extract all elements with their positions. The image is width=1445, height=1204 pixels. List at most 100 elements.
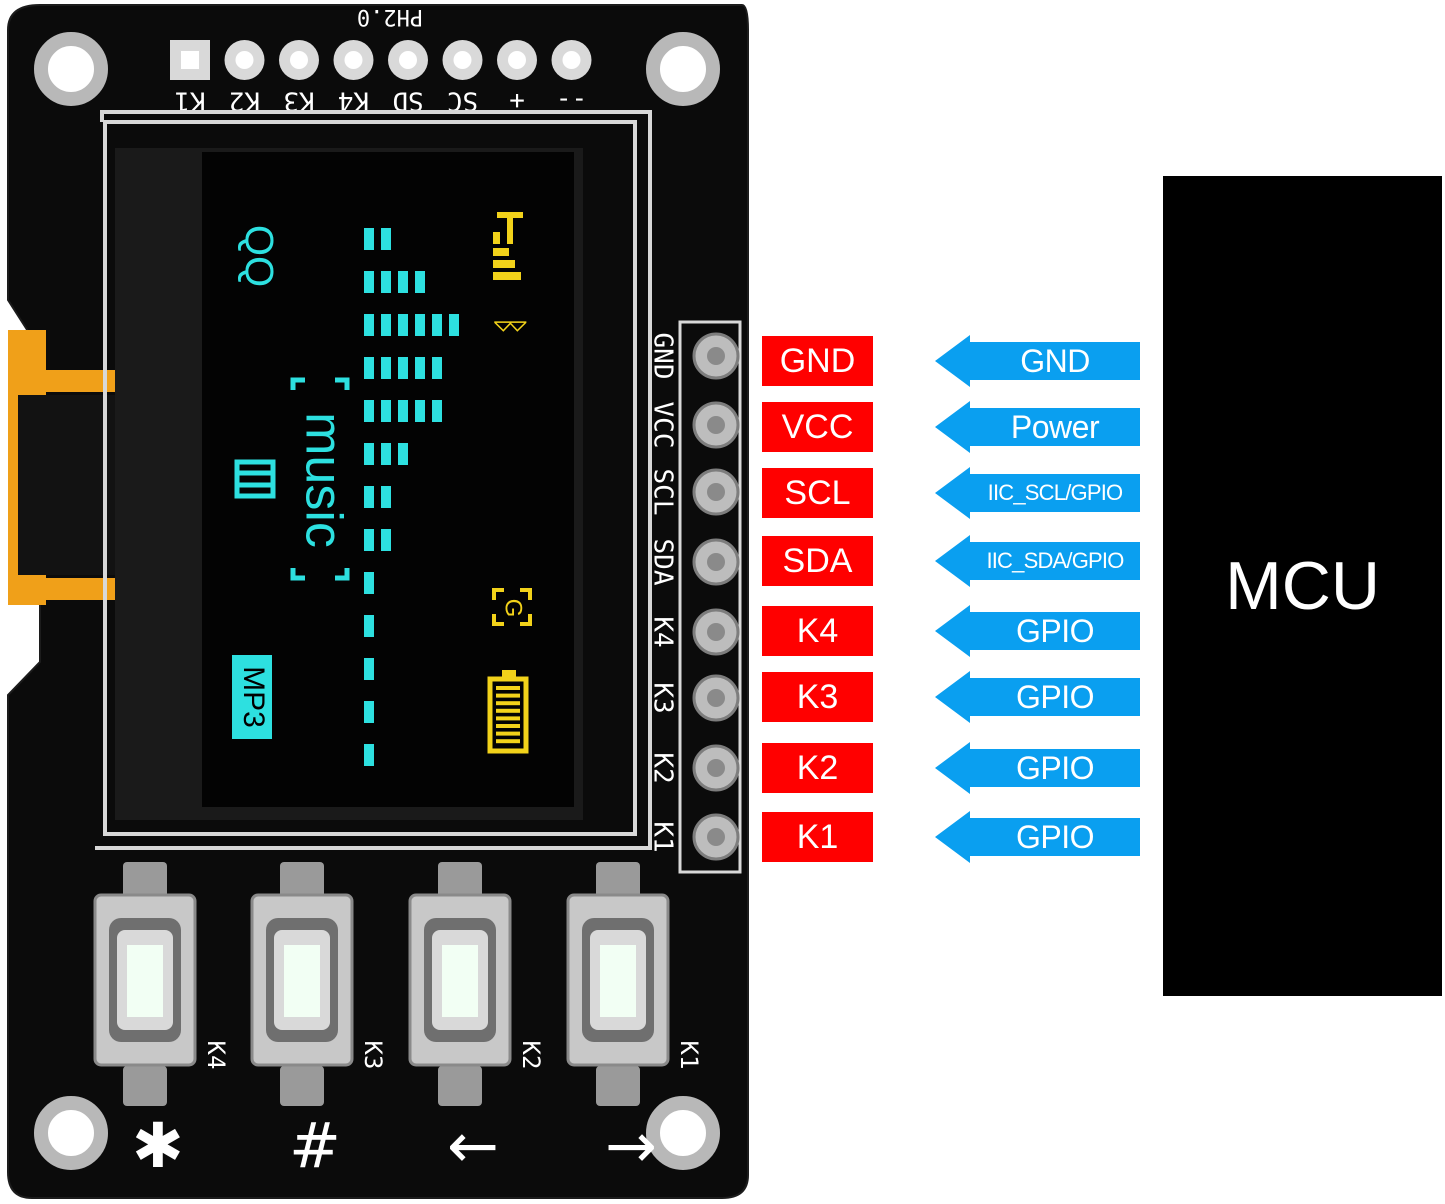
top-header-pads — [170, 40, 592, 80]
side-pin-tip — [707, 483, 725, 501]
music-text: music — [294, 412, 352, 548]
battery-level-bar — [496, 739, 520, 744]
bluetooth-icon: ᛒ — [489, 315, 530, 337]
eq-segment — [398, 400, 408, 422]
pin-arrow — [935, 467, 1140, 519]
side-pin-tip — [707, 416, 725, 434]
pin-arrow — [935, 605, 1140, 657]
pin-name-label: K3 — [762, 672, 873, 722]
pin-arrow — [935, 401, 1140, 453]
g-icon: G — [492, 588, 532, 626]
screen-content: QQ music MP3 ᛒ G — [232, 212, 532, 766]
battery-level-bar — [496, 693, 520, 698]
pin-function-label: GPIO — [1015, 818, 1095, 855]
eq-segment — [415, 314, 425, 336]
eq-segment — [398, 443, 408, 465]
button-symbol: → — [605, 1109, 657, 1182]
buttons: K4 K3 K2 K1 — [93, 862, 703, 1106]
side-pin-label: K4 — [648, 616, 678, 647]
eq-segment — [364, 400, 374, 422]
top-pad-hole — [508, 51, 526, 69]
menu-icon — [234, 459, 276, 499]
signal-icon — [493, 212, 523, 280]
eq-segment — [364, 701, 374, 723]
eq-segment — [381, 529, 391, 551]
button-cap — [600, 945, 636, 1017]
button-symbol: ← — [447, 1109, 499, 1182]
side-pin-label: SCL — [648, 469, 678, 516]
tactile-button: K3 — [250, 862, 387, 1106]
top-pad-hole — [399, 51, 417, 69]
mcu-label: MCU — [1225, 548, 1380, 624]
side-pin-tip — [707, 759, 725, 777]
side-pin-tip — [707, 623, 725, 641]
eq-segment — [381, 314, 391, 336]
top-pad-hole — [235, 51, 254, 69]
tactile-button: K1 — [566, 862, 703, 1106]
equalizer-bars — [364, 228, 459, 766]
side-pin-label: K1 — [648, 821, 678, 852]
eq-segment — [364, 314, 374, 336]
button-cap — [127, 945, 163, 1017]
button-symbols: ✱#←→ — [132, 1109, 657, 1182]
pin-name-label: K2 — [762, 743, 873, 793]
eq-segment — [415, 357, 425, 379]
eq-segment — [381, 486, 391, 508]
top-pad-hole — [290, 51, 308, 69]
button-label: K3 — [359, 1041, 387, 1070]
eq-segment — [364, 658, 374, 680]
side-pin-label: K2 — [648, 752, 678, 783]
pin-name-label: GND — [762, 336, 873, 386]
eq-segment — [398, 271, 408, 293]
pin-function-label: GPIO — [1015, 612, 1095, 649]
pin-function-label: IIC_SDA/GPIO — [986, 548, 1124, 573]
side-pin-label: VCC — [648, 402, 678, 449]
eq-segment — [381, 271, 391, 293]
pin-arrow — [935, 811, 1140, 863]
battery-level-bar — [496, 724, 520, 728]
pinout-arrows — [935, 335, 1140, 863]
eq-segment — [364, 486, 374, 508]
pin-arrow — [935, 535, 1140, 587]
pin-name-label: VCC — [762, 402, 873, 452]
button-cap — [284, 945, 320, 1017]
battery-level-bar — [496, 686, 520, 690]
battery-level-bar — [496, 708, 520, 713]
button-symbol: ✱ — [132, 1109, 184, 1182]
eq-segment — [415, 271, 425, 293]
mp3-badge — [232, 655, 272, 739]
eq-segment — [398, 357, 408, 379]
pin-function-label: IIC_SCL/GPIO — [987, 480, 1123, 505]
top-pad-hole — [562, 51, 581, 69]
mounting-holes — [34, 32, 720, 1170]
top-pad-hole — [181, 51, 199, 69]
eq-segment — [364, 615, 374, 637]
pin-function-label: GPIO — [1015, 678, 1095, 715]
g-icon-text: G — [500, 599, 527, 618]
ribbon-cable — [8, 330, 128, 605]
button-label: K4 — [202, 1041, 230, 1070]
button-label: K2 — [517, 1041, 545, 1070]
pin-name-label: SDA — [762, 536, 873, 586]
eq-segment — [432, 314, 442, 336]
button-label: K1 — [675, 1041, 703, 1070]
side-pin-label: K3 — [648, 682, 678, 713]
eq-segment — [364, 228, 374, 250]
side-pin-tip — [707, 828, 725, 846]
music-frame — [290, 377, 350, 581]
battery-level-bar — [496, 731, 520, 736]
tactile-button: K4 — [93, 862, 230, 1106]
pin-arrow — [935, 335, 1140, 387]
eq-segment — [364, 443, 374, 465]
side-pin-tip — [707, 553, 725, 571]
eq-segment — [398, 314, 408, 336]
battery-level-bar — [496, 701, 520, 706]
side-header-outline — [678, 320, 742, 874]
eq-segment — [364, 744, 374, 766]
pin-name-label: K4 — [762, 606, 873, 656]
button-cap — [442, 945, 478, 1017]
eq-segment — [381, 228, 391, 250]
